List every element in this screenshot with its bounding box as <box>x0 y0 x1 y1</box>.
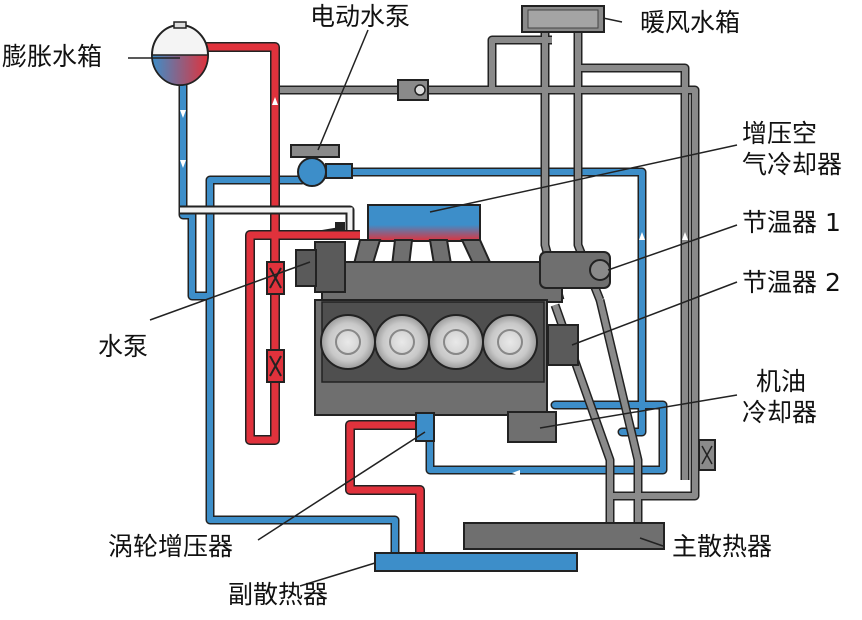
flow-arrows <box>180 97 688 476</box>
heater-core <box>521 5 605 33</box>
expansion-tank <box>151 21 209 86</box>
aux-radiator-body <box>374 552 578 572</box>
label-main-radiator: 主散热器 <box>672 532 773 561</box>
label-thermostat-2: 节温器 2 <box>742 268 841 297</box>
turbocharger <box>415 412 435 442</box>
main-radiator-body <box>463 522 665 550</box>
label-charge-air-cooler-line2: 气冷却器 <box>742 150 843 180</box>
label-oil-cooler: 机油 冷却器 <box>742 366 817 429</box>
label-thermostat-1: 节温器 1 <box>742 208 841 237</box>
label-expansion-tank: 膨胀水箱 <box>2 42 103 71</box>
label-turbocharger: 涡轮增压器 <box>108 532 234 561</box>
electric-water-pump <box>290 144 353 187</box>
label-oil-cooler-line1: 机油 <box>756 367 807 396</box>
engine-block <box>295 239 611 443</box>
water-pump <box>295 249 317 287</box>
label-charge-air-cooler: 增压空 气冷却器 <box>742 118 842 181</box>
engine-cylinders <box>320 314 538 370</box>
label-water-pump: 水泵 <box>98 332 149 361</box>
label-oil-cooler-line2: 冷却器 <box>742 398 818 428</box>
label-charge-air-cooler-line1: 增压空 <box>742 119 818 148</box>
label-heater-core: 暖风水箱 <box>640 8 741 37</box>
leader-lines <box>128 17 738 587</box>
label-electric-pump: 电动水泵 <box>310 2 411 31</box>
label-aux-radiator: 副散热器 <box>228 580 329 609</box>
charge-air-cooler <box>367 204 481 242</box>
